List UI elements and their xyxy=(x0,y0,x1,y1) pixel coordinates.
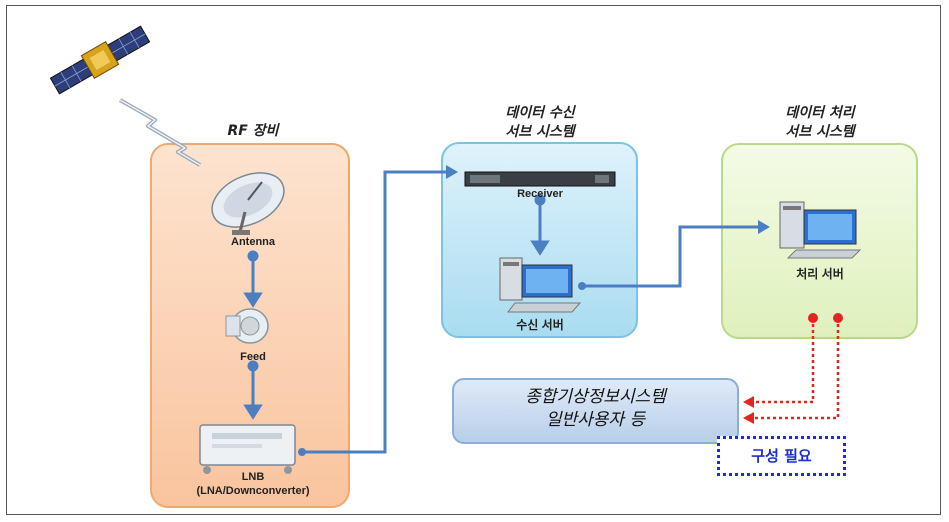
process-server-label: 처리 서버 xyxy=(796,267,844,281)
lnb-to-receiver-link xyxy=(302,170,448,454)
antenna-icon xyxy=(211,172,285,235)
receiver-to-server-arrow xyxy=(530,194,550,256)
lnb-label: LNB (LNA/Downconverter) xyxy=(180,470,326,498)
receive-title-line1: 데이터 수신 xyxy=(505,105,575,121)
users-panel xyxy=(452,378,739,444)
rf-equipment-title: RF 장비 xyxy=(227,123,279,139)
antenna-label: Antenna xyxy=(231,236,275,248)
feed-label: Feed xyxy=(240,351,266,363)
receiver-icon xyxy=(464,171,616,187)
process-server-icon xyxy=(779,201,862,259)
users-line1: 종합기상정보시스템 xyxy=(525,387,666,407)
receive-server-label: 수신 서버 xyxy=(516,318,564,332)
satellite-icon xyxy=(49,25,151,95)
configuration-needed-note: 구성 필요 xyxy=(717,436,846,476)
receive-to-process-link xyxy=(582,225,760,288)
lnb-label-line1: LNB xyxy=(241,471,265,483)
receive-title-line2: 서브 시스템 xyxy=(505,124,575,140)
rf-chain-arrows xyxy=(243,250,263,420)
process-title-line1: 데이터 처리 xyxy=(785,105,855,121)
users-line2: 일반사용자 등 xyxy=(545,410,646,430)
process-title-line2: 서브 시스템 xyxy=(785,124,855,140)
lnb-label-line2: (LNA/Downconverter) xyxy=(196,485,310,497)
lnb-icon xyxy=(199,424,296,474)
users-text: 종합기상정보시스템 일반사용자 등 xyxy=(452,386,739,432)
feed-icon xyxy=(225,308,269,344)
process-to-users-dotted-links xyxy=(752,318,840,420)
receiver-label: Receiver xyxy=(517,188,563,200)
processing-subsystem-title: 데이터 처리 서브 시스템 xyxy=(750,104,890,142)
receive-server-icon xyxy=(499,257,582,313)
receive-subsystem-title: 데이터 수신 서브 시스템 xyxy=(470,104,610,142)
